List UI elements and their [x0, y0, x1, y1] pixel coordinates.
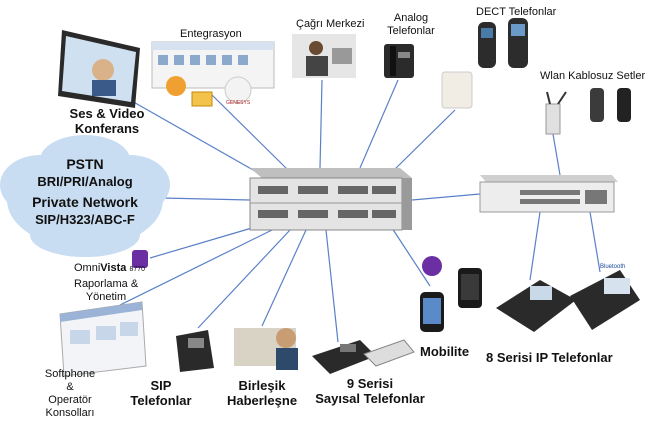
- line-cloud: [161, 197, 251, 201]
- label-ses-video-line1: Ses & Video: [69, 106, 145, 121]
- cloud-private-network: Private Network: [32, 194, 138, 210]
- label-cagri-merkezi: Çağrı Merkezi: [296, 18, 365, 30]
- label-softphone-line3: Operatör: [48, 394, 92, 406]
- line-omnivista: [149, 224, 263, 259]
- label-9-serisi-line1: 9 Serisi: [346, 376, 394, 391]
- call-center-photo: [292, 34, 356, 78]
- line-8-serisi-a: [529, 211, 541, 281]
- label-omnivista: OmniVista 8770: [74, 262, 145, 274]
- cloud-bri-pri-analog: BRI/PRI/Analog: [37, 174, 133, 189]
- pstn-cloud: [0, 135, 170, 257]
- cloud-sip-h323: SIP/H323/ABC-F: [35, 212, 135, 227]
- cloud-pstn: PSTN: [66, 156, 104, 172]
- line-entegrasyon: [211, 94, 289, 171]
- bluetooth-badge: Bluetooth: [600, 264, 626, 270]
- genesys-logo-text: GENESYS: [226, 100, 251, 106]
- omnivista-number: 8770: [129, 266, 146, 273]
- eight-series-phones: [496, 270, 640, 332]
- label-dect-telefonlar: DECT Telefonlar: [476, 6, 557, 18]
- dect-base-station: [441, 71, 473, 109]
- label-sip-telefonlar: SIP Telefonlar: [126, 378, 196, 408]
- label-softphone-line4: Konsolları: [45, 407, 95, 419]
- label-birlesik-line2: Haberleşne: [226, 393, 298, 408]
- line-mobile: [391, 227, 431, 287]
- label-analog-line2: Telefonlar: [387, 25, 435, 37]
- network-switch: [479, 175, 618, 213]
- label-raporlama-line2: Yönetim: [85, 291, 127, 303]
- line-softphone: [119, 229, 273, 306]
- line-dect: [391, 109, 456, 173]
- line-analog: [359, 79, 399, 169]
- label-softphone-line2: &: [66, 381, 74, 393]
- label-8-serisi: 8 Serisi IP Telefonlar: [486, 350, 613, 365]
- label-raporlama: Raporlama & Yönetim: [74, 278, 138, 304]
- sip-phone: [176, 330, 214, 372]
- wlan-devices: [545, 88, 631, 135]
- label-wlan-kablosuz: Wlan Kablosuz Setler: [540, 70, 646, 82]
- integration-screenshot: [151, 41, 275, 107]
- label-softphone: Softphone & Operatör Konsolları: [40, 368, 100, 420]
- connection-lines: [119, 79, 601, 343]
- line-wlan: [552, 133, 561, 176]
- line-switch: [411, 193, 481, 201]
- label-9-serisi-line2: Sayısal Telefonlar: [315, 391, 425, 406]
- line-birlesik: [261, 229, 307, 327]
- unified-comms-photo: [234, 328, 298, 370]
- label-birlesik-line1: Birleşik: [238, 378, 286, 393]
- line-8-serisi-b: [589, 211, 601, 273]
- label-entegrasyon: Entegrasyon: [180, 28, 242, 40]
- analog-phone: [384, 44, 414, 78]
- line-sip: [197, 229, 291, 329]
- mobile-devices: [420, 256, 482, 332]
- label-ses-video-line2: Konferans: [74, 121, 140, 136]
- label-birlesik: Birleşik Haberleşne: [222, 378, 302, 408]
- label-raporlama-line1: Raporlama &: [74, 278, 139, 290]
- omnivista-prefix: Omni: [74, 262, 101, 274]
- softphone-screenshot: [59, 301, 147, 377]
- line-ses-video: [129, 99, 263, 176]
- label-analog-line1: Analog: [393, 12, 429, 24]
- label-mobilite: Mobilite: [420, 344, 470, 359]
- central-pbx: [249, 168, 412, 231]
- label-analog-telefonlar: Analog Telefonlar: [386, 12, 436, 38]
- label-sip-line2: Telefonlar: [130, 393, 192, 408]
- label-9-serisi: 9 Serisi Sayısal Telefonlar: [310, 376, 430, 406]
- omnivista-logo: [132, 250, 148, 268]
- omnivista-bold: Vista: [100, 262, 127, 274]
- label-ses-video: Ses & Video Konferans: [62, 106, 152, 136]
- nine-series-phones: [312, 339, 415, 374]
- line-9-serisi: [325, 229, 339, 343]
- dect-phones: [478, 18, 528, 68]
- video-conference-monitor: [58, 30, 140, 108]
- line-cagri: [319, 79, 323, 169]
- label-softphone-line1: Softphone: [44, 368, 96, 380]
- label-sip-line1: SIP: [150, 378, 172, 393]
